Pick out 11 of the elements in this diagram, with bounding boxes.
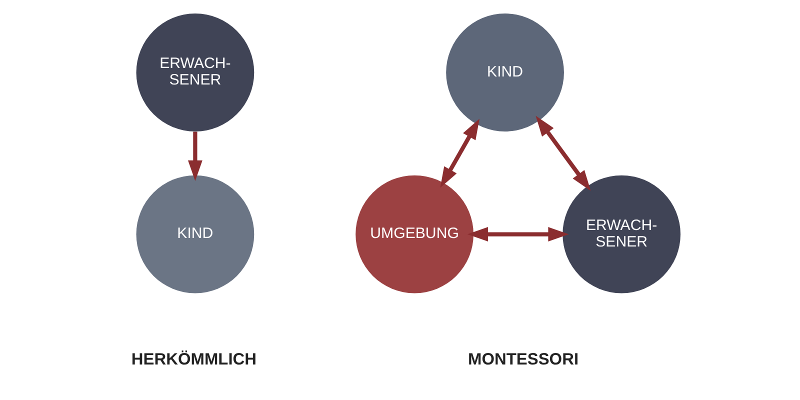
arrow (187, 132, 202, 182)
arrow (535, 116, 590, 191)
node-circle: ERWACH- SENER (136, 14, 254, 132)
node-circle: KIND (136, 175, 254, 294)
node-circle: KIND (446, 14, 564, 132)
arrow (440, 118, 479, 188)
arrow (466, 227, 568, 242)
label: HERKÖMMLICH (130, 350, 256, 369)
node-circle: UMGEBUNG (355, 175, 473, 294)
node-circle: ERWACH- SENER (562, 175, 680, 294)
label: MONTESSORI (468, 350, 578, 369)
